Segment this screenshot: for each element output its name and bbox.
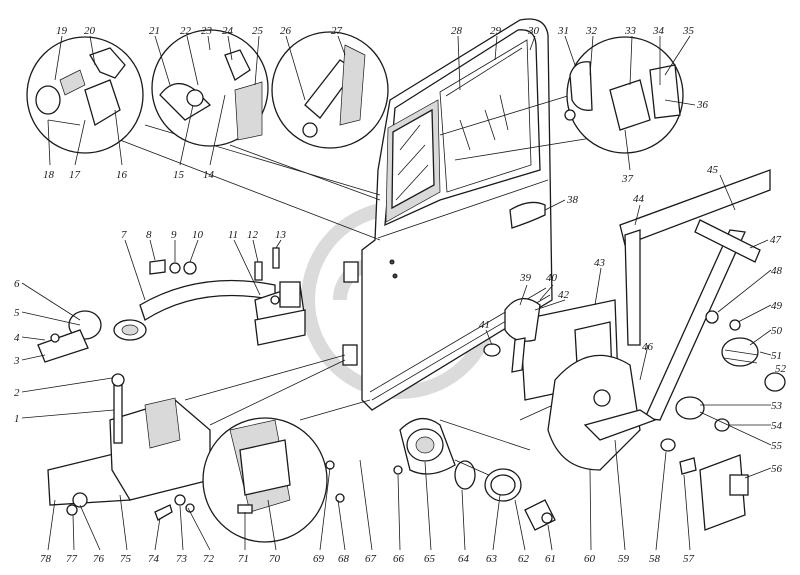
label-57: 57	[683, 553, 695, 565]
label-70: 70	[269, 553, 281, 565]
label-52: 52	[775, 363, 787, 375]
label-65: 65	[424, 553, 436, 565]
label-78: 78	[40, 553, 52, 565]
label-29: 29	[490, 25, 502, 37]
label-19: 19	[56, 25, 68, 37]
label-10: 10	[192, 229, 204, 241]
detail-circle-bottom	[154, 417, 345, 543]
label-77: 77	[66, 553, 78, 565]
label-17: 17	[69, 169, 81, 181]
label-36: 36	[696, 99, 709, 111]
label-4: 4	[14, 332, 20, 344]
number-leaders	[21, 35, 772, 551]
label-62: 62	[518, 553, 530, 565]
label-60: 60	[584, 553, 596, 565]
label-3: 3	[13, 355, 20, 367]
label-40: 40	[546, 272, 558, 284]
label-50: 50	[771, 325, 783, 337]
label-11: 11	[228, 229, 238, 241]
label-25: 25	[252, 25, 264, 37]
label-68: 68	[338, 553, 350, 565]
detail-circle-left	[26, 36, 144, 154]
door-check-strap	[37, 247, 306, 363]
label-16: 16	[116, 169, 128, 181]
label-55: 55	[771, 440, 783, 452]
label-22: 22	[180, 25, 192, 37]
label-73: 73	[176, 553, 188, 565]
label-75: 75	[120, 553, 132, 565]
label-8: 8	[146, 229, 152, 241]
label-12: 12	[247, 229, 259, 241]
detail-circle-latch	[564, 36, 684, 154]
label-21: 21	[149, 25, 160, 37]
label-37: 37	[621, 173, 634, 185]
label-43: 43	[594, 257, 606, 269]
label-47: 47	[770, 234, 782, 246]
label-46: 46	[642, 341, 654, 353]
label-59: 59	[618, 553, 630, 565]
label-56: 56	[771, 463, 783, 475]
label-33: 33	[624, 25, 637, 37]
crank-handle-parts	[393, 418, 556, 531]
label-44: 44	[633, 193, 645, 205]
label-14: 14	[203, 169, 215, 181]
label-5: 5	[14, 307, 20, 319]
label-32: 32	[585, 25, 598, 37]
part-number-labels: 19 20 21 22 23 24 25 26 27 28 29 30 31 3…	[13, 25, 787, 565]
label-9: 9	[171, 229, 177, 241]
label-67: 67	[365, 553, 377, 565]
label-63: 63	[486, 553, 498, 565]
label-45: 45	[707, 164, 719, 176]
label-72: 72	[203, 553, 215, 565]
label-28: 28	[451, 25, 463, 37]
label-48: 48	[771, 265, 783, 277]
label-66: 66	[393, 553, 405, 565]
label-39: 39	[519, 272, 532, 284]
label-34: 34	[652, 25, 665, 37]
label-61: 61	[545, 553, 556, 565]
label-54: 54	[771, 420, 783, 432]
label-41: 41	[479, 319, 490, 331]
label-27: 27	[331, 25, 343, 37]
label-18: 18	[43, 169, 55, 181]
label-13: 13	[275, 229, 287, 241]
lower-hinge	[47, 373, 211, 516]
label-64: 64	[458, 553, 470, 565]
label-24: 24	[222, 25, 234, 37]
detail-circle-mid	[151, 29, 269, 147]
label-35: 35	[682, 25, 695, 37]
detail-circle-right-top	[271, 31, 389, 149]
label-53: 53	[771, 400, 783, 412]
window-regulator	[483, 169, 786, 531]
label-51: 51	[771, 350, 782, 362]
label-69: 69	[313, 553, 325, 565]
label-20: 20	[84, 25, 96, 37]
label-23: 23	[201, 25, 213, 37]
label-42: 42	[558, 289, 570, 301]
label-2: 2	[14, 387, 20, 399]
label-49: 49	[771, 300, 783, 312]
label-38: 38	[566, 194, 579, 206]
label-26: 26	[280, 25, 292, 37]
label-1: 1	[14, 413, 20, 425]
label-15: 15	[173, 169, 185, 181]
label-7: 7	[121, 229, 127, 241]
label-74: 74	[148, 553, 160, 565]
label-58: 58	[649, 553, 661, 565]
label-76: 76	[93, 553, 105, 565]
label-30: 30	[527, 25, 540, 37]
label-71: 71	[238, 553, 249, 565]
label-6: 6	[14, 278, 20, 290]
label-31: 31	[557, 25, 569, 37]
